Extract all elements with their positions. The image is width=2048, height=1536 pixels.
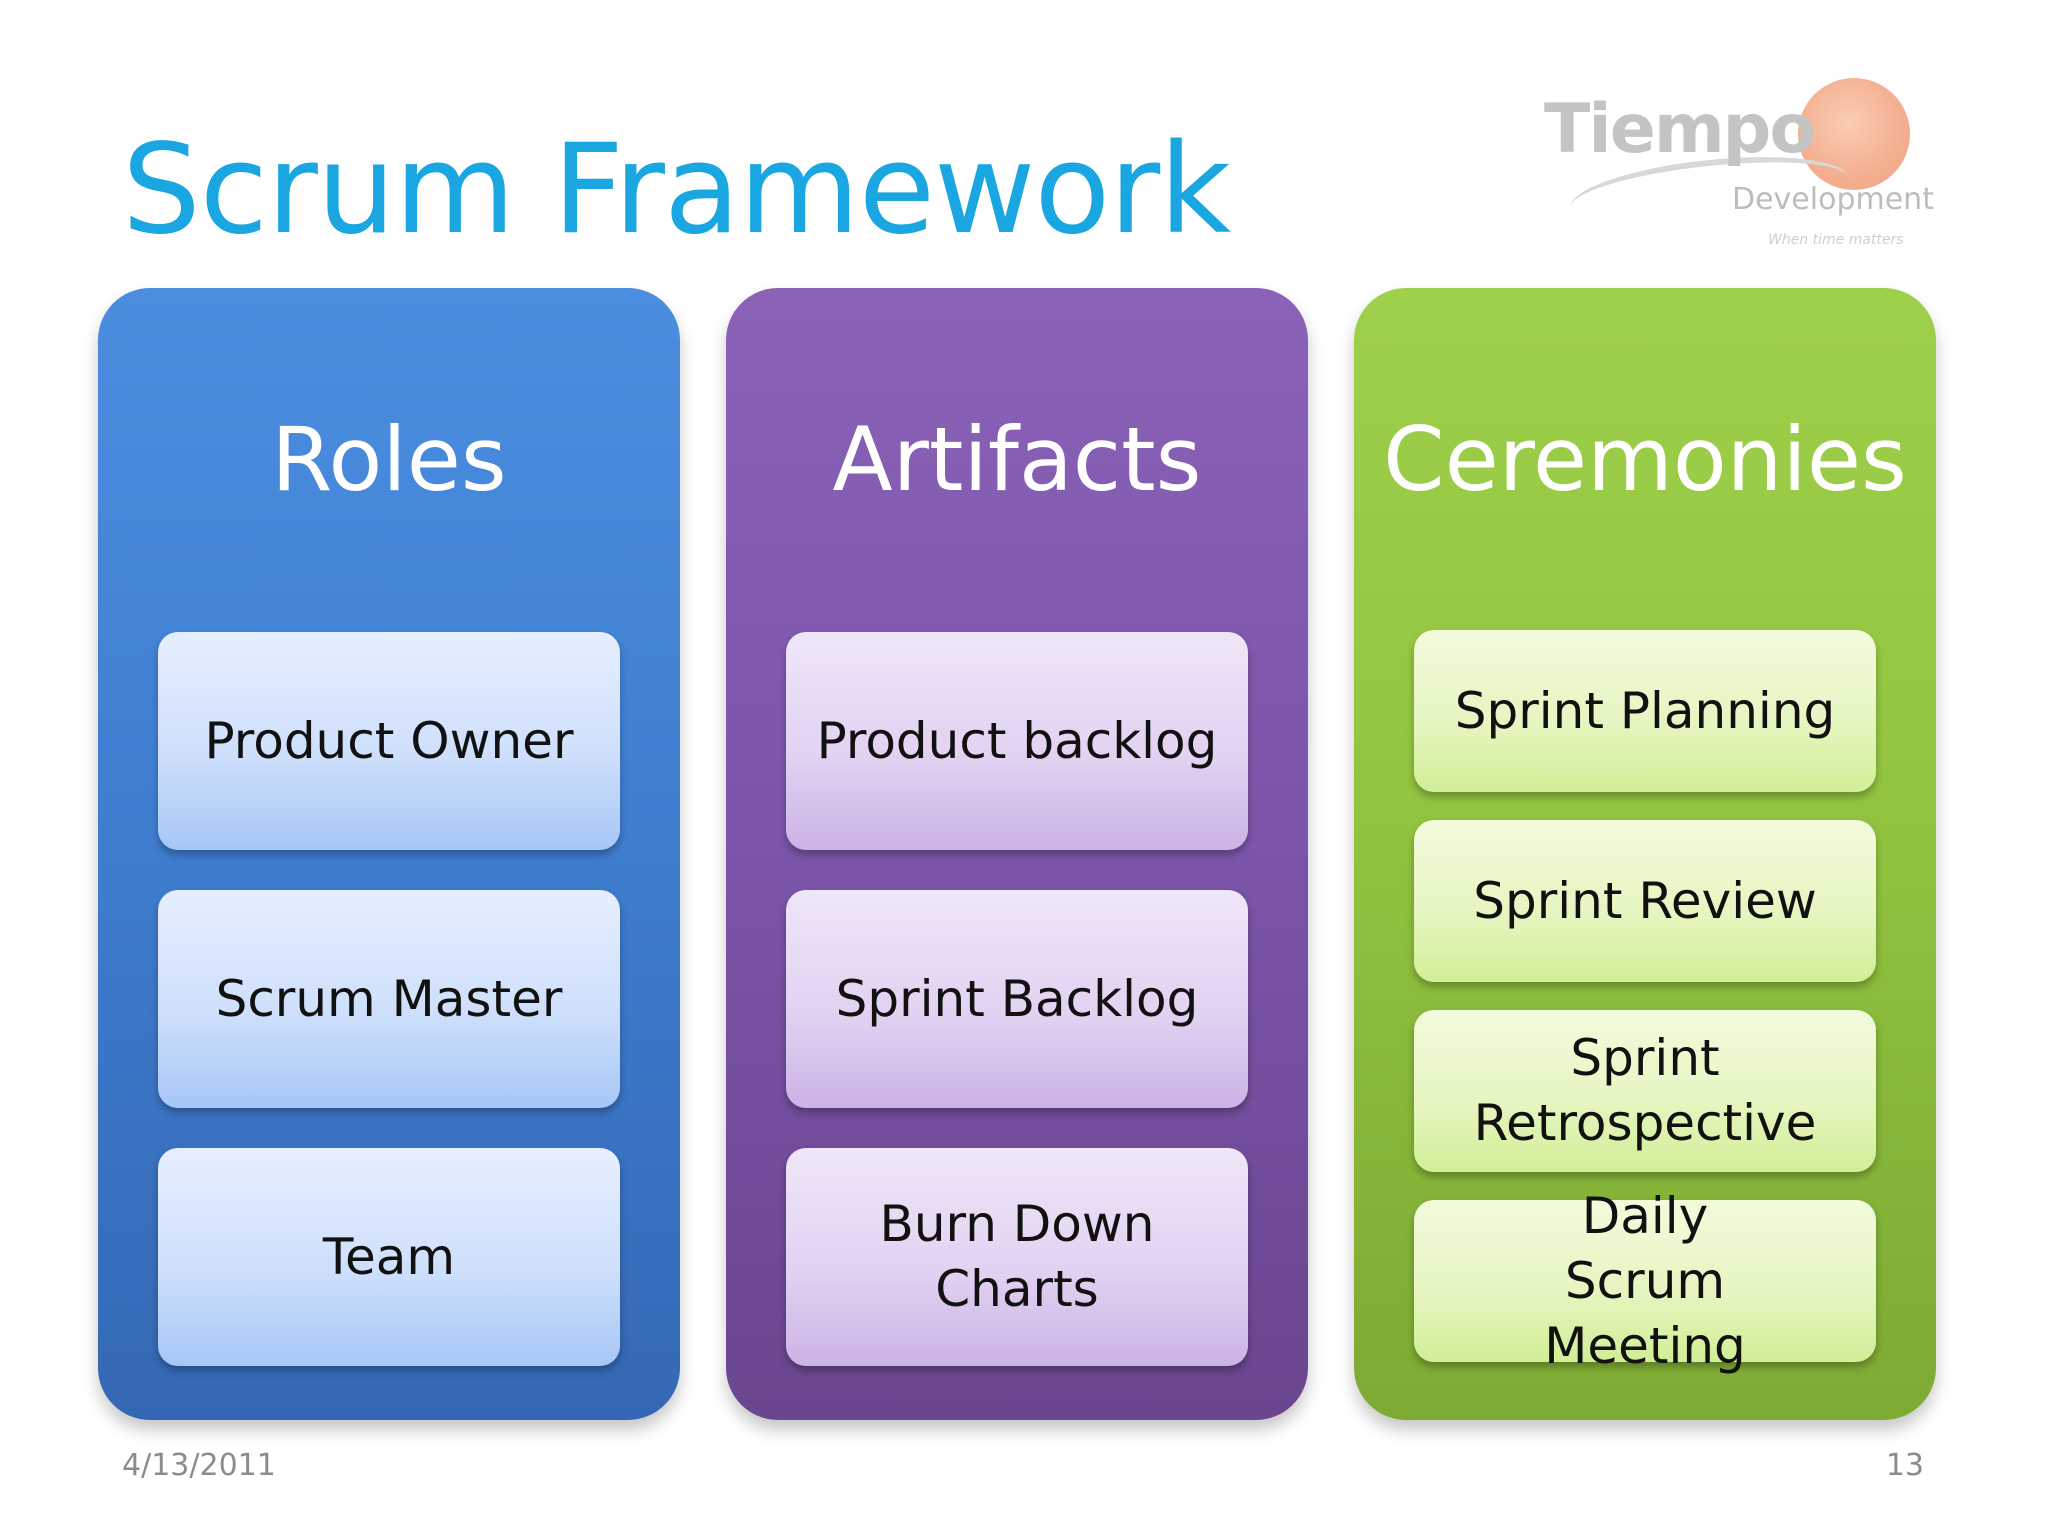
card-burn-down-charts: Burn Down Charts	[786, 1148, 1248, 1366]
page-title: Scrum Framework	[122, 118, 1231, 262]
card-label: Daily Scrum Meeting	[1544, 1186, 1746, 1375]
card-sprint-backlog: Sprint Backlog	[786, 890, 1248, 1108]
card-sprint-retrospective: Sprint Retrospective	[1414, 1010, 1876, 1172]
card-sprint-review: Sprint Review	[1414, 820, 1876, 982]
column-roles: Roles Product Owner Scrum Master Team	[98, 288, 680, 1420]
card-label: Burn Down Charts	[879, 1195, 1155, 1318]
column-heading-roles: Roles	[271, 408, 507, 511]
column-heading-artifacts: Artifacts	[832, 408, 1202, 511]
column-artifacts: Artifacts Product backlog Sprint Backlog…	[726, 288, 1308, 1420]
card-product-backlog: Product backlog	[786, 632, 1248, 850]
card-label: Sprint Backlog	[835, 969, 1199, 1028]
card-scrum-master: Scrum Master	[158, 890, 620, 1108]
card-label: Sprint Retrospective	[1473, 1029, 1817, 1152]
column-ceremonies: Ceremonies Sprint Planning Sprint Review…	[1354, 288, 1936, 1420]
footer-date: 4/13/2011	[122, 1448, 276, 1483]
logo-name: Tiempo	[1544, 90, 1816, 169]
card-sprint-planning: Sprint Planning	[1414, 630, 1876, 792]
card-label: Team	[322, 1227, 456, 1286]
card-label: Sprint Planning	[1454, 681, 1836, 740]
card-daily-scrum-meeting: Daily Scrum Meeting	[1414, 1187, 1876, 1375]
logo-subtitle: Development	[1732, 182, 1934, 217]
footer-page-number: 13	[1885, 1448, 1924, 1483]
company-logo: Tiempo Development When time matters	[1540, 70, 1960, 260]
logo-tagline: When time matters	[1768, 232, 1904, 248]
logo-clock-icon	[1798, 78, 1910, 190]
column-heading-ceremonies: Ceremonies	[1383, 408, 1907, 511]
card-team: Team	[158, 1148, 620, 1366]
card-label: Sprint Review	[1473, 871, 1817, 930]
card-label: Scrum Master	[215, 969, 563, 1028]
card-product-owner: Product Owner	[158, 632, 620, 850]
card-label: Product backlog	[816, 711, 1218, 770]
card-label: Product Owner	[204, 711, 574, 770]
